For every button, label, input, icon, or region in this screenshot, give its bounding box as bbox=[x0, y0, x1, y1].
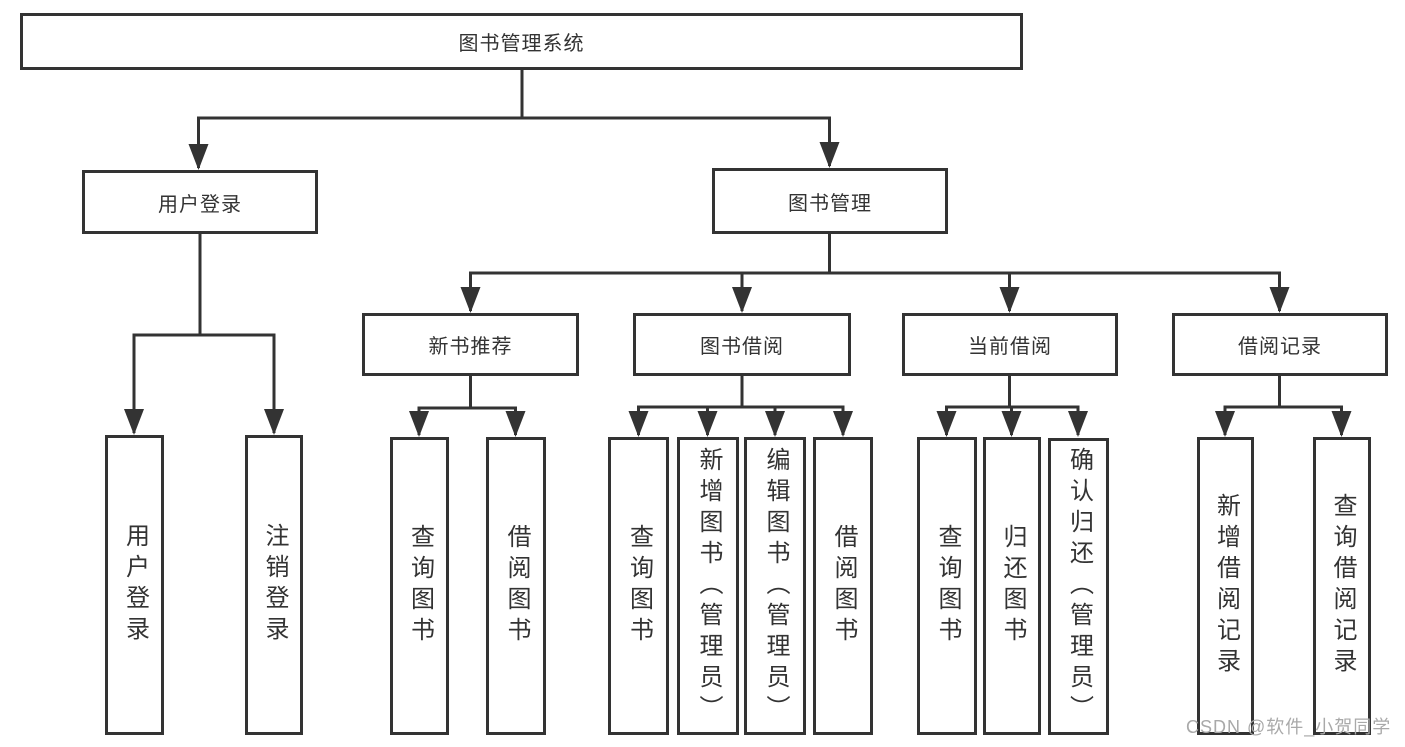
node-label: 借阅图书 bbox=[503, 524, 530, 648]
node-new-book-recommendation: 新书推荐 bbox=[362, 313, 579, 376]
arrow-down-icon bbox=[188, 144, 209, 170]
arrow-down-icon bbox=[505, 411, 526, 437]
watermark: CSDN @软件_小贺同学 bbox=[1186, 717, 1392, 737]
node-bb-borrow-books: 借阅图书 bbox=[813, 437, 873, 735]
node-label: 新增借阅记录 bbox=[1212, 493, 1240, 679]
node-nb-borrow-books: 借阅图书 bbox=[486, 437, 546, 735]
node-library-management-system: 图书管理系统 bbox=[20, 13, 1023, 70]
node-current-borrowing: 当前借阅 bbox=[902, 313, 1118, 376]
node-label: 新增图书（管理员） bbox=[695, 446, 722, 726]
connector-root-to-level2 bbox=[188, 69, 840, 170]
connector-current-borrowing bbox=[936, 375, 1088, 437]
connector-borrowing-records bbox=[1215, 375, 1352, 437]
connector-book-management bbox=[460, 233, 1290, 313]
node-label: 编辑图书（管理员） bbox=[762, 446, 789, 726]
connector-new-book-recommendation bbox=[409, 375, 526, 437]
node-label: 查询借阅记录 bbox=[1329, 493, 1356, 679]
arrow-down-icon bbox=[936, 411, 957, 437]
node-label: 确认归还（管理员） bbox=[1065, 447, 1093, 726]
arrow-down-icon bbox=[1269, 287, 1290, 313]
node-label: 查询图书 bbox=[934, 524, 961, 648]
node-bb-add-books-admin: 新增图书（管理员） bbox=[677, 437, 739, 735]
node-label: 借阅图书 bbox=[830, 524, 857, 648]
node-user-login: 用户登录 bbox=[82, 170, 318, 234]
node-br-query-record: 查询借阅记录 bbox=[1313, 437, 1371, 735]
arrow-down-icon bbox=[697, 411, 718, 437]
arrow-down-icon bbox=[999, 287, 1020, 313]
node-logout: 注销登录 bbox=[245, 435, 303, 735]
node-bb-edit-books-admin: 编辑图书（管理员） bbox=[744, 437, 806, 735]
node-label: 归还图书 bbox=[999, 524, 1026, 648]
arrow-down-icon bbox=[1331, 411, 1352, 437]
arrow-down-icon bbox=[765, 411, 785, 437]
node-label: 用户登录 bbox=[121, 523, 149, 647]
arrow-down-icon bbox=[732, 287, 752, 313]
node-user-login-leaf: 用户登录 bbox=[105, 435, 164, 735]
arrow-down-icon bbox=[1215, 411, 1235, 437]
arrow-down-icon bbox=[1068, 411, 1088, 437]
node-br-add-record: 新增借阅记录 bbox=[1197, 437, 1254, 735]
arrow-down-icon bbox=[409, 411, 429, 437]
node-nb-query-books: 查询图书 bbox=[390, 437, 449, 735]
node-label: 查询图书 bbox=[625, 524, 653, 648]
node-label: 查询图书 bbox=[406, 524, 434, 648]
node-book-management: 图书管理 bbox=[712, 168, 948, 234]
node-cb-return-books: 归还图书 bbox=[983, 437, 1041, 735]
node-label: 注销登录 bbox=[261, 523, 288, 647]
node-book-borrowing: 图书借阅 bbox=[633, 313, 851, 376]
node-bb-query-books: 查询图书 bbox=[608, 437, 669, 735]
arrow-down-icon bbox=[460, 287, 481, 313]
arrow-down-icon bbox=[628, 411, 649, 437]
connector-user-login bbox=[124, 233, 284, 435]
node-borrowing-records: 借阅记录 bbox=[1172, 313, 1388, 376]
arrow-down-icon bbox=[264, 409, 284, 435]
arrow-down-icon bbox=[819, 142, 840, 168]
connector-book-borrowing bbox=[628, 375, 853, 437]
arrow-down-icon bbox=[833, 411, 853, 437]
arrow-down-icon bbox=[1001, 411, 1022, 437]
node-cb-confirm-return-admin: 确认归还（管理员） bbox=[1048, 438, 1109, 735]
arrow-down-icon bbox=[124, 409, 144, 435]
node-cb-query-books: 查询图书 bbox=[917, 437, 977, 735]
